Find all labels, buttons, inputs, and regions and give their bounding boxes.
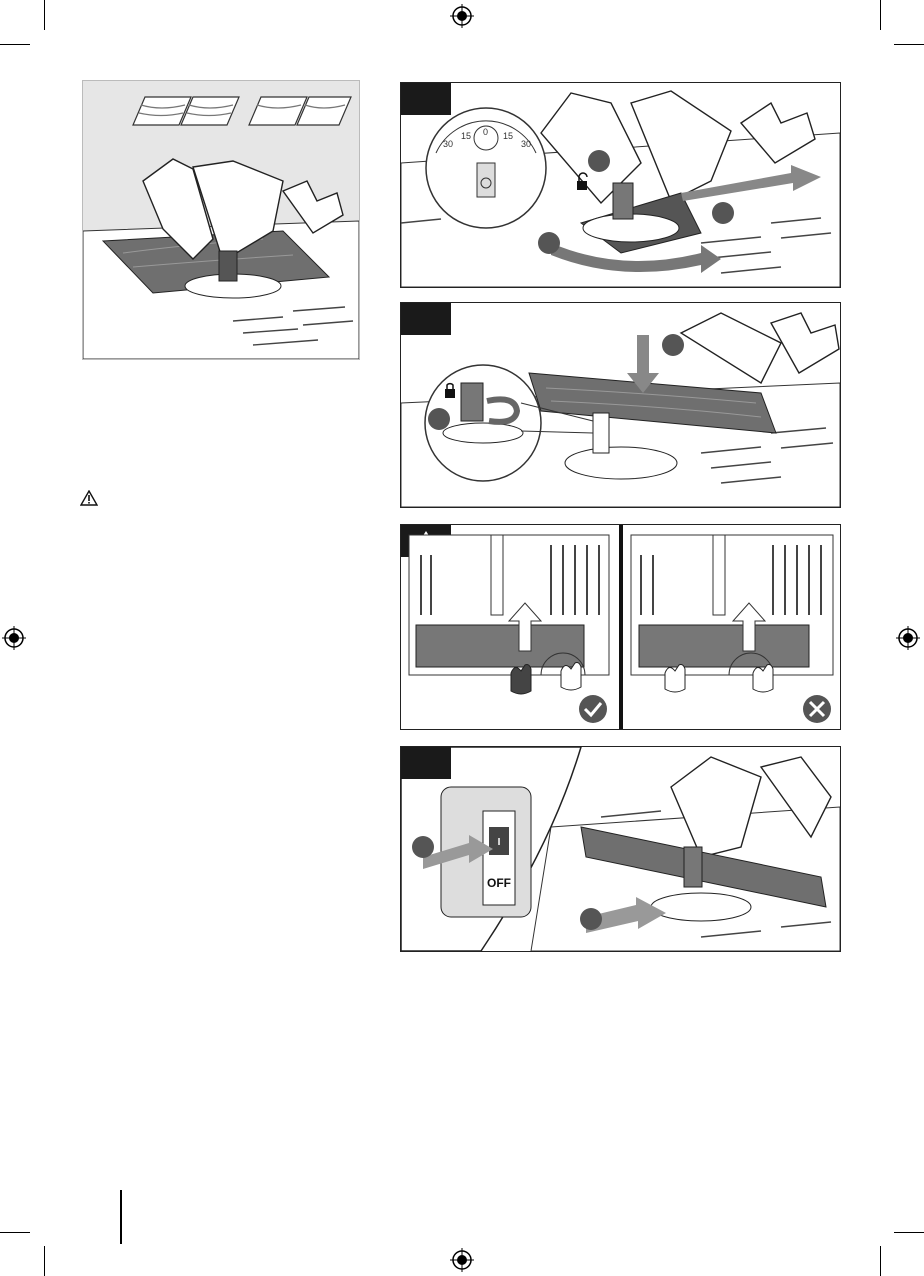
dial-tick: 0 [483, 127, 488, 137]
registration-mark-icon [896, 626, 920, 650]
step-badge [401, 303, 451, 335]
crop-mark [44, 0, 45, 30]
step-panel-2 [400, 302, 841, 508]
overview-illustration [82, 80, 360, 360]
power-switch[interactable] [483, 811, 515, 905]
crop-mark [0, 1232, 30, 1233]
off-label: OFF [487, 876, 511, 890]
check-icon [579, 695, 607, 723]
cross-icon [803, 695, 831, 723]
step-marker [588, 150, 610, 172]
dial-tick: 15 [503, 131, 513, 141]
step-panel-1: 30 15 0 15 30 [400, 82, 841, 288]
step-marker [662, 334, 684, 356]
crop-mark [880, 0, 881, 30]
crop-mark [0, 44, 30, 45]
dial-tick: 30 [443, 139, 453, 149]
step-marker [538, 232, 560, 254]
crop-mark [894, 44, 924, 45]
step-marker [428, 408, 450, 430]
on-label: I [498, 837, 501, 848]
step-marker [412, 836, 434, 858]
wood-board [416, 625, 584, 667]
crop-mark [880, 1246, 881, 1276]
registration-mark-icon [450, 1248, 474, 1272]
registration-mark-icon [2, 626, 26, 650]
dial-tick: 30 [521, 139, 531, 149]
step-marker [712, 202, 734, 224]
wood-pieces [133, 97, 351, 125]
crop-mark [894, 1232, 924, 1233]
wood-board [639, 625, 809, 667]
warning-icon [80, 490, 98, 506]
step-marker [580, 908, 602, 930]
step-badge [401, 83, 451, 115]
step-panel-4: I OFF [400, 746, 841, 952]
dial-tick: 15 [461, 131, 471, 141]
step-panel-3 [400, 524, 841, 730]
registration-mark-icon [450, 4, 474, 28]
step-badge [401, 747, 451, 779]
crop-mark [44, 1246, 45, 1276]
page-rule [120, 1190, 122, 1244]
